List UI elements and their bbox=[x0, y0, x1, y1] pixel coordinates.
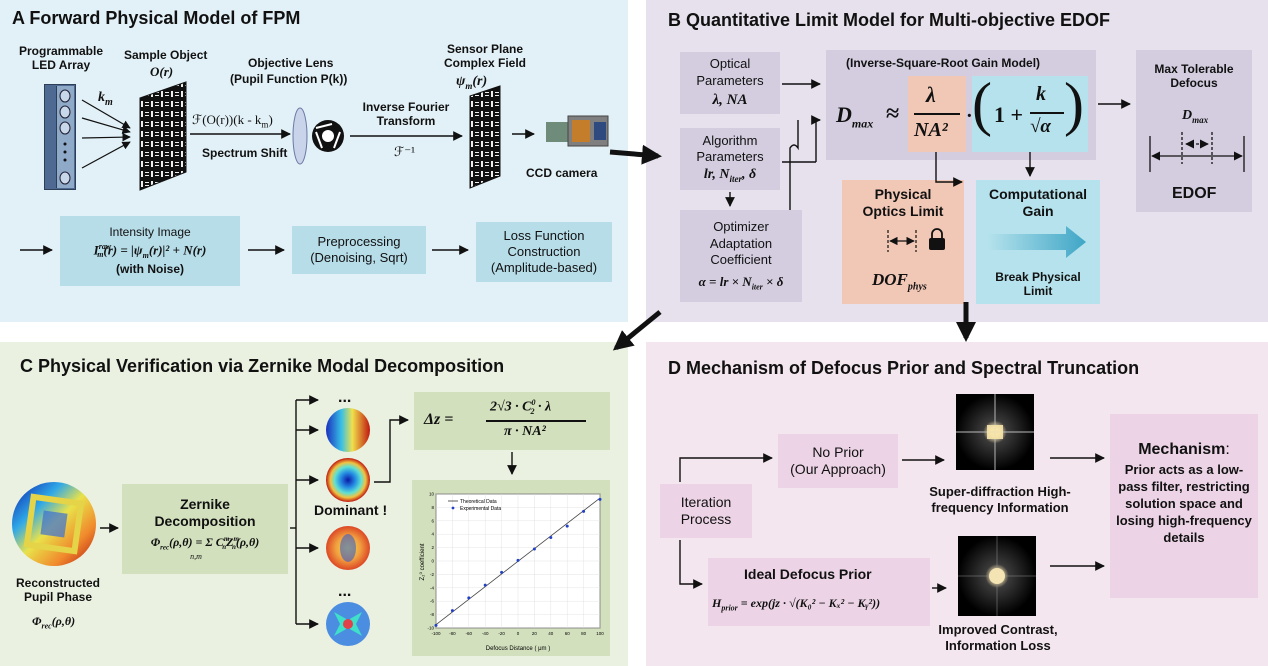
right-paren: ) bbox=[1064, 71, 1084, 137]
dz-fraction-bar bbox=[486, 420, 586, 422]
approx-symbol: ≈ bbox=[886, 101, 900, 127]
mechanism-box bbox=[1110, 414, 1258, 598]
loss-function-sub: (Amplitude-based) bbox=[490, 260, 598, 276]
physical-limit-title: Physical Optics Limit bbox=[862, 186, 944, 219]
optimizer-coefficient-title: Optimizer Adaptation Coefficient bbox=[709, 219, 773, 267]
sample-object-label: Sample Object bbox=[124, 48, 208, 62]
gain-term-box bbox=[972, 76, 1088, 152]
dz-numerator: 2√3 · C02 · λ bbox=[490, 398, 552, 417]
algorithm-parameters-box: Algorithm Parameters lr, Niter, δ bbox=[680, 128, 780, 190]
reconstructed-pupil-math: Φrec(ρ,θ) bbox=[32, 614, 76, 631]
one-plus-term: 1 + bbox=[994, 102, 1024, 127]
optimizer-coefficient-box: Optimizer Adaptation Coefficient α = lr … bbox=[680, 210, 802, 302]
dz-lhs: Δz = bbox=[424, 411, 454, 428]
ift-math: ℱ⁻¹ bbox=[394, 144, 415, 159]
improved-contrast-label: Improved Contrast, Information Loss bbox=[938, 622, 1058, 653]
left-paren: ( bbox=[972, 71, 992, 137]
mechanism-title: Mechanism: bbox=[1138, 441, 1230, 458]
dmax-symbol: Dmax bbox=[836, 102, 874, 131]
ellipsis-top: ... bbox=[338, 389, 352, 406]
pupil-function-label: (Pupil Function P(k)) bbox=[230, 72, 348, 86]
sqrt-alpha-denominator: √α bbox=[1030, 116, 1051, 137]
zernike-decomposition-title: Zernike Decomposition bbox=[154, 495, 256, 530]
na-squared-denominator: NA² bbox=[914, 119, 948, 141]
preprocessing-title: Preprocessing bbox=[317, 233, 401, 249]
sensor-plane-label: Sensor Plane Complex Field bbox=[443, 42, 526, 71]
optimizer-coefficient-math: α = lr × Niter × δ bbox=[698, 274, 784, 292]
ideal-prior-box bbox=[708, 558, 930, 626]
led-array-inner bbox=[56, 86, 74, 188]
k-numerator: k bbox=[1036, 83, 1046, 105]
max-defocus-box bbox=[1136, 50, 1252, 212]
zernike-formula: Φrec(ρ,θ) = Σ CmnZmn(ρ,θ) bbox=[150, 534, 260, 552]
loss-function-box: Loss Function Construction (Amplitude-ba… bbox=[476, 222, 612, 282]
edof-label: EDOF bbox=[1172, 185, 1217, 202]
chart-box bbox=[412, 480, 610, 656]
iteration-process-label: Iteration Process bbox=[680, 493, 732, 528]
sample-object-math: O(r) bbox=[150, 64, 174, 79]
preprocessing-box: Preprocessing (Denoising, Sqrt) bbox=[292, 226, 426, 274]
panel-d-title: D Mechanism of Defocus Prior and Spectra… bbox=[668, 358, 1140, 378]
intensity-image-title: Intensity Image bbox=[109, 224, 191, 239]
dominant-label: Dominant ! bbox=[314, 502, 388, 518]
objective-lens-label: Objective Lens bbox=[248, 56, 334, 70]
algorithm-parameters-title: Algorithm Parameters bbox=[696, 133, 764, 165]
spectrum-shift-math: ℱ(O(r))(k - km) bbox=[192, 112, 273, 130]
lambda-numerator: λ bbox=[926, 82, 936, 107]
algorithm-parameters-math: lr, Niter, δ bbox=[703, 166, 757, 184]
mechanism-text: Prior acts as a low-pass filter, restric… bbox=[1116, 462, 1252, 545]
fraction-bar-physical bbox=[914, 113, 960, 115]
computational-gain-title: Computational Gain bbox=[989, 186, 1087, 219]
no-prior-box: No Prior (Our Approach) bbox=[778, 434, 898, 488]
optical-parameters-title: Optical Parameters bbox=[696, 56, 764, 88]
sensor-field-math: ψm(r) bbox=[456, 74, 488, 91]
iteration-process-box: Iteration Process bbox=[660, 484, 752, 538]
ideal-prior-title: Ideal Defocus Prior bbox=[744, 566, 872, 582]
intensity-formula: Irawm(r) = |ψm(r)|² + N(r) bbox=[93, 241, 207, 260]
wavevector-label: km bbox=[98, 90, 113, 108]
spectrum-shift-label: Spectrum Shift bbox=[202, 146, 288, 160]
ift-label: Inverse Fourier Transform bbox=[362, 100, 450, 129]
panel-a-title: A Forward Physical Model of FPM bbox=[12, 8, 301, 28]
panel-c-title: C Physical Verification via Zernike Moda… bbox=[20, 356, 505, 376]
panel-b-title: B Quantitative Limit Model for Multi-obj… bbox=[668, 10, 1111, 30]
led-array-label: Programmable LED Array bbox=[18, 44, 104, 73]
break-limit-label: Break Physical Limit bbox=[995, 270, 1081, 299]
no-prior-title: No Prior bbox=[812, 443, 864, 460]
super-diffraction-label: Super-diffraction High-frequency Informa… bbox=[929, 484, 1071, 515]
preprocessing-sub: (Denoising, Sqrt) bbox=[310, 250, 408, 265]
max-defocus-title: Max Tolerable Defocus bbox=[1154, 62, 1234, 91]
h-prior-formula: Hprior = exp(jz · √(K₀² − Kₓ² − Kᵧ²)) bbox=[712, 596, 881, 613]
loss-function-title: Loss Function Construction bbox=[503, 227, 585, 259]
optical-parameters-math: λ, NA bbox=[712, 91, 748, 108]
zernike-decomposition-box: Zernike Decomposition Φrec(ρ,θ) = Σ CmnZ… bbox=[122, 484, 288, 574]
dz-denominator: π · NA² bbox=[504, 424, 546, 439]
dof-phys-math: DOFphys bbox=[872, 270, 927, 293]
no-prior-sub: (Our Approach) bbox=[790, 461, 886, 477]
zernike-sum-index: n,m bbox=[190, 552, 202, 562]
reconstructed-pupil-label: Reconstructed Pupil Phase bbox=[15, 576, 101, 605]
intensity-noise-note: (with Noise) bbox=[116, 262, 184, 277]
fraction-bar-gain bbox=[1030, 112, 1064, 114]
dot-operator: · bbox=[966, 105, 973, 127]
intensity-image-box: Intensity Image Irawm(r) = |ψm(r)|² + N(… bbox=[60, 216, 240, 286]
gain-model-title: (Inverse-Square-Root Gain Model) bbox=[846, 56, 1041, 70]
optical-parameters-box: Optical Parameters λ, NA bbox=[680, 52, 780, 114]
ellipsis-bottom: ... bbox=[338, 583, 352, 600]
max-defocus-math: Dmax bbox=[1182, 108, 1209, 125]
ccd-camera-label: CCD camera bbox=[526, 166, 598, 180]
